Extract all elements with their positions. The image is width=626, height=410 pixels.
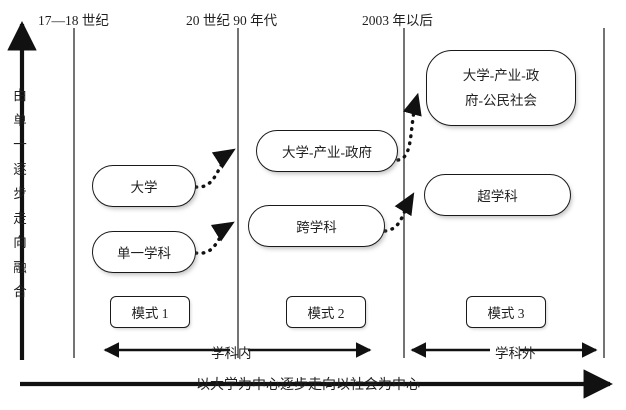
node-quad-helix[interactable]: 大学-产业-政 府-公民社会 <box>426 50 576 126</box>
arrow-daxue-to-triple-helix <box>194 148 236 189</box>
node-triple-helix[interactable]: 大学-产业-政府 <box>256 130 398 172</box>
vertical-axis-char-5: 步 <box>13 186 27 201</box>
node-chaoxueke[interactable]: 超学科 <box>424 174 571 216</box>
era-label-3: 2003 年以后 <box>362 13 433 28</box>
mode-box-1[interactable]: 模式 1 <box>110 296 190 328</box>
mode-box-2[interactable]: 模式 2 <box>286 296 366 328</box>
scope-label-inner: 学科内 <box>211 346 252 361</box>
vertical-axis-char-1: 由 <box>13 88 27 103</box>
transition-arrows <box>194 92 422 255</box>
vertical-axis-char-3: 一 <box>13 137 27 152</box>
node-quad-helix-line1: 大学-产业-政 <box>462 68 540 83</box>
vertical-axis-char-4: 逐 <box>13 161 27 177</box>
vertical-axis-char-7: 向 <box>13 235 27 250</box>
arrow-triple-to-quad-helix <box>396 92 422 162</box>
node-kuaxueke[interactable]: 跨学科 <box>248 205 385 247</box>
scope-label-outer: 学科外 <box>495 346 536 361</box>
node-quad-helix-line2: 府-公民社会 <box>465 93 537 108</box>
vertical-axis-char-2: 单 <box>13 112 27 128</box>
arrow-kuaxueke-to-chaoxueke <box>383 192 415 233</box>
vertical-axis-char-8: 融 <box>13 259 27 275</box>
vertical-axis-char-9: 合 <box>13 284 27 299</box>
vertical-axis-char-6: 走 <box>13 210 27 226</box>
bottom-axis-label: 以大学为中心逐步走向以社会为中心 <box>196 378 420 393</box>
mode-box-3[interactable]: 模式 3 <box>466 296 546 328</box>
vertical-axis-label: 由 单 一 逐 步 走 向 融 合 <box>10 84 30 305</box>
node-danyixueke[interactable]: 单一学科 <box>92 231 196 273</box>
era-label-2: 20 世纪 90 年代 <box>186 13 278 28</box>
arrow-danyi-to-kuaxueke <box>194 221 235 255</box>
era-label-1: 17—18 世纪 <box>38 13 109 28</box>
node-daxue[interactable]: 大学 <box>92 165 196 207</box>
